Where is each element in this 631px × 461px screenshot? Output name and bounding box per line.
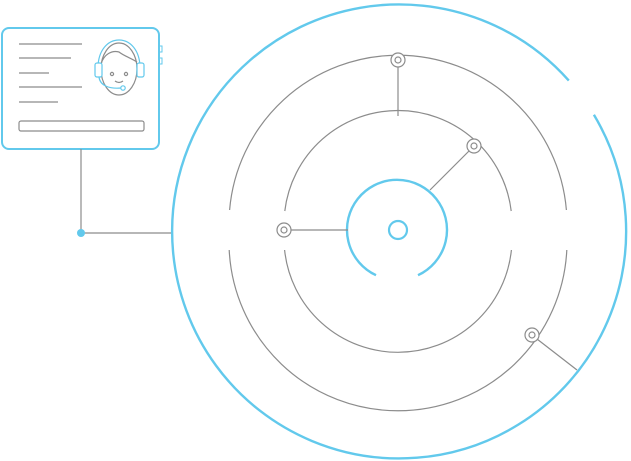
card-input-field[interactable] — [18, 120, 145, 132]
outer-ring — [170, 3, 628, 460]
node-top[interactable] — [390, 52, 406, 68]
card-connector — [77, 149, 172, 237]
spoke-upper-right — [429, 149, 471, 191]
core-ring — [345, 178, 449, 277]
card-side-tab — [158, 45, 163, 53]
node-lower-right[interactable] — [524, 327, 540, 343]
connector-dot — [77, 229, 85, 237]
node-upper-right[interactable] — [466, 138, 482, 154]
card-text-lines — [19, 43, 82, 103]
agent-card — [1, 27, 163, 150]
spokes — [290, 66, 578, 371]
card-side-tab — [158, 57, 163, 65]
spoke-lower-right — [536, 338, 578, 371]
center-node — [387, 219, 409, 241]
agent-headset-icon — [94, 39, 145, 96]
node-left[interactable] — [276, 222, 292, 238]
